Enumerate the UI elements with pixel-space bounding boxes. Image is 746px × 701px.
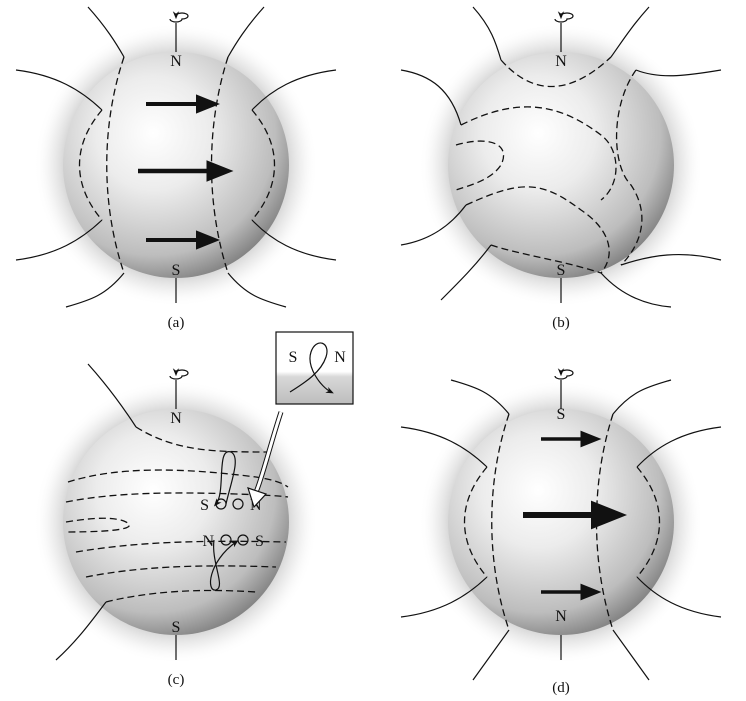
field-line-tl (87, 363, 137, 428)
field-line-r-top (251, 69, 337, 111)
panel-c: S N N S N S (c) S N (34, 331, 354, 688)
panel-caption: (d) (552, 680, 570, 696)
field-line-bl (65, 272, 125, 308)
field-line-tl (472, 6, 502, 61)
inset-pointer-fill (254, 411, 283, 493)
field-line-tr (612, 379, 672, 415)
field-line-br (600, 272, 672, 308)
sheared-line-4 (500, 56, 612, 88)
field-line-bl (55, 601, 107, 661)
north-pole-label: N (555, 53, 567, 70)
field-line-bl (440, 244, 492, 301)
sunspot-lower-right (237, 534, 249, 546)
panel-d: S N (d) (400, 368, 722, 696)
panel-caption: (c) (168, 672, 185, 688)
poloidal-line-right (210, 56, 229, 274)
field-line-bl (472, 629, 510, 681)
field-line-r-bot (620, 253, 722, 266)
poloidal-line-left (106, 56, 125, 274)
field-line-l-bot (15, 219, 103, 261)
wrapped-line-6 (105, 589, 257, 603)
field-line-tr (227, 6, 265, 58)
field-line-tl (450, 379, 510, 415)
inset-pointer-head (247, 487, 268, 509)
spot-label-lower-left: N (202, 533, 214, 550)
wrapped-line-4 (75, 540, 287, 553)
poloidal-line-far-right (636, 466, 661, 578)
sheared-line-5 (615, 69, 643, 266)
south-pole-label: S (557, 262, 566, 279)
panel-caption: (a) (168, 315, 185, 331)
panel-caption: (b) (552, 315, 570, 331)
south-pole-label: S (172, 619, 181, 636)
field-line-l-top (400, 426, 488, 468)
field-line-tr (610, 6, 650, 58)
sunspot-inset: S N (275, 331, 354, 405)
bottom-pole-label: N (555, 608, 567, 625)
inset-label-right: N (334, 349, 346, 366)
wrapped-line-1 (67, 469, 289, 488)
panel-b: N S (b) (400, 6, 722, 331)
field-line-r-top (636, 426, 722, 468)
sunspot-upper-right (232, 498, 244, 510)
field-line-br (612, 629, 650, 681)
flux-loop-upper (213, 451, 236, 507)
rotation-arrow-icon (169, 368, 189, 380)
sun-sphere (448, 409, 674, 635)
field-line-l-bot (400, 204, 467, 246)
sheared-line-3 (465, 186, 610, 274)
spot-label-upper-left: S (200, 497, 209, 514)
field-line-l-top (400, 69, 462, 126)
top-pole-label: S (557, 406, 566, 423)
wrapped-line-2 (65, 492, 289, 503)
field-line-l-top (15, 69, 103, 111)
inset-label-left: S (289, 349, 298, 366)
field-line-r-top (635, 69, 722, 77)
panel-a: N S (a) (15, 6, 337, 331)
sun-sphere (448, 52, 674, 278)
poloidal-line-far-left (78, 109, 103, 221)
sunspot-lower-left (220, 534, 232, 546)
spot-label-lower-right: S (255, 533, 264, 550)
wrapped-line-3 (65, 517, 131, 533)
field-line-r-bot (636, 576, 722, 618)
sun-sphere (63, 52, 289, 278)
poloidal-line-far-left (463, 466, 488, 578)
rotation-arrow-icon (554, 11, 574, 23)
sunspot-upper-left (215, 498, 227, 510)
sheared-line-2 (455, 140, 505, 191)
field-line-br (227, 272, 287, 308)
sun-sphere (63, 409, 289, 635)
sheared-line-6 (490, 244, 602, 274)
rotation-arrow-icon (169, 11, 189, 23)
flux-loop-lower (209, 539, 239, 591)
inset-box (275, 331, 354, 405)
poloidal-line-right (595, 413, 614, 631)
poloidal-line-left (491, 413, 510, 631)
field-line-l-bot (400, 576, 488, 618)
field-line-tl (87, 6, 125, 58)
rotation-arrow-icon (554, 368, 574, 380)
inset-flux-loop (289, 342, 334, 394)
field-line-r-bot (251, 219, 337, 261)
north-pole-label: N (170, 53, 182, 70)
wrapped-line-7 (135, 426, 272, 453)
south-pole-label: S (172, 262, 181, 279)
poloidal-line-far-right (251, 109, 276, 221)
sheared-line-1 (460, 106, 617, 201)
north-pole-label: N (170, 410, 182, 427)
